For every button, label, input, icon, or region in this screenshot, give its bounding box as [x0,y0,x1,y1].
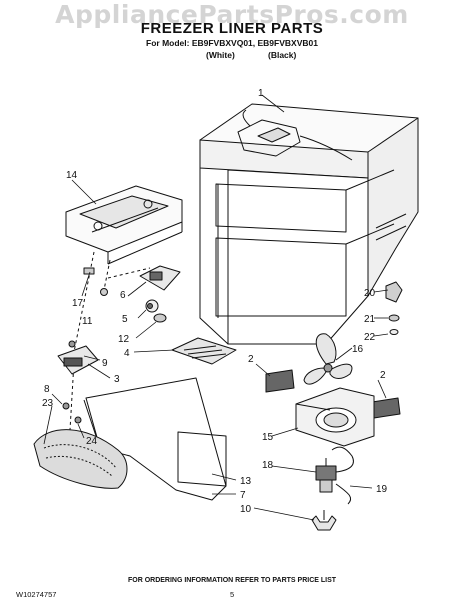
callout-10: 10 [240,504,252,515]
part-fasteners-17-11 [83,267,108,296]
part-cap-washers [385,281,403,335]
part-grille-23 [33,429,128,489]
part-foam-strips [265,369,401,419]
part-fan-shroud [295,387,375,447]
callout-1: 1 [258,88,264,99]
part-fan-blade [303,333,353,385]
callout-3: 3 [114,374,120,385]
part-control-housing [57,340,99,375]
callout-4: 4 [124,348,130,359]
callout-21: 21 [364,314,376,325]
part-fan-motor [315,446,354,505]
callout-6: 6 [120,290,126,301]
callout-5: 5 [122,314,128,325]
callout-14: 14 [66,170,78,181]
callout-7: 7 [240,490,246,501]
part-motor-bracket [311,510,337,531]
callout-20: 20 [364,288,376,299]
callout-17: 17 [72,298,84,309]
watermark: AppliancePartsPros.com [55,0,409,29]
model-line: For Model: EB9FVBXVQ01, EB9FVBXVB01 [146,38,318,48]
callout-12: 12 [118,334,130,345]
leader-lines [43,94,389,521]
part-screws [62,402,82,424]
callout-18: 18 [262,460,274,471]
part-light-assembly [139,265,181,323]
callout-9: 9 [102,358,108,369]
callout-24: 24 [86,436,98,447]
color-black-label: (Black) [268,50,297,60]
part-grille-4 [171,337,237,365]
callout-13: 13 [240,476,252,487]
callout-8: 8 [44,384,50,395]
color-white-label: (White) [206,50,235,60]
callout-22: 22 [364,332,376,343]
callout-2: 2 [380,370,386,381]
page-number: 5 [230,590,235,599]
callout-15: 15 [262,432,274,443]
callout-19: 19 [376,484,388,495]
callout-2: 2 [248,354,254,365]
page-title: FREEZER LINER PARTS [140,20,324,37]
callout-16: 16 [352,344,364,355]
part-ice-tray-housing [65,185,183,265]
part-freezer-liner [199,103,419,345]
callout-11: 11 [82,316,93,327]
ordering-note: FOR ORDERING INFORMATION REFER TO PARTS … [127,577,337,584]
document-id: W10274757 [16,590,57,599]
callout-23: 23 [42,398,54,409]
